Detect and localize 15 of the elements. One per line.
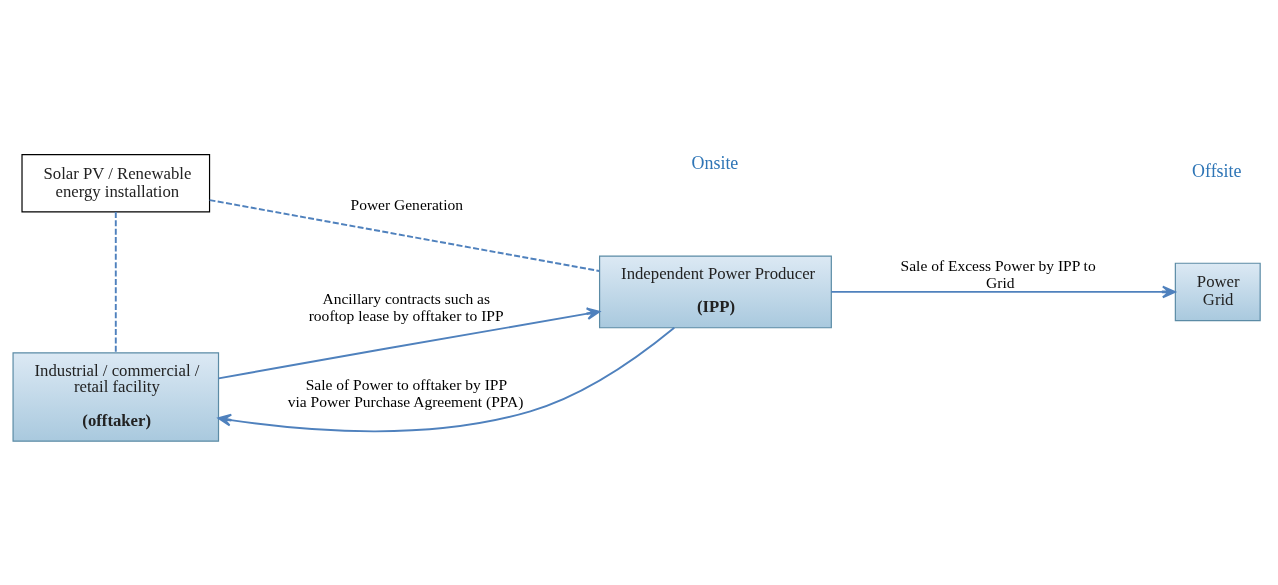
node-box: Industrial / commercial / retail facility (offtaker) [12, 352, 220, 442]
node-box: Independent Power Producer (IPP) [599, 255, 832, 329]
arrow [217, 326, 676, 433]
node-box: Power Grid [1174, 262, 1261, 322]
arrow [217, 307, 601, 380]
edge-label: Ancillary contracts such as rooftop lease by offtaker to IPP [308, 290, 504, 325]
node-box: Solar PV / Renewable energy installation [21, 153, 211, 213]
connector [208, 199, 601, 272]
edge-label: Sale of Excess Power by IPP to Grid [900, 256, 1096, 291]
arrow [830, 285, 1176, 299]
label: Offsite [1192, 160, 1242, 181]
edge-label: Power Generation [350, 195, 463, 213]
edge-label: Sale of Power to offtaker by IPP via Power Purchase Agreement (PPA) [287, 376, 524, 411]
label: Onsite [691, 153, 739, 174]
connector [114, 211, 117, 354]
